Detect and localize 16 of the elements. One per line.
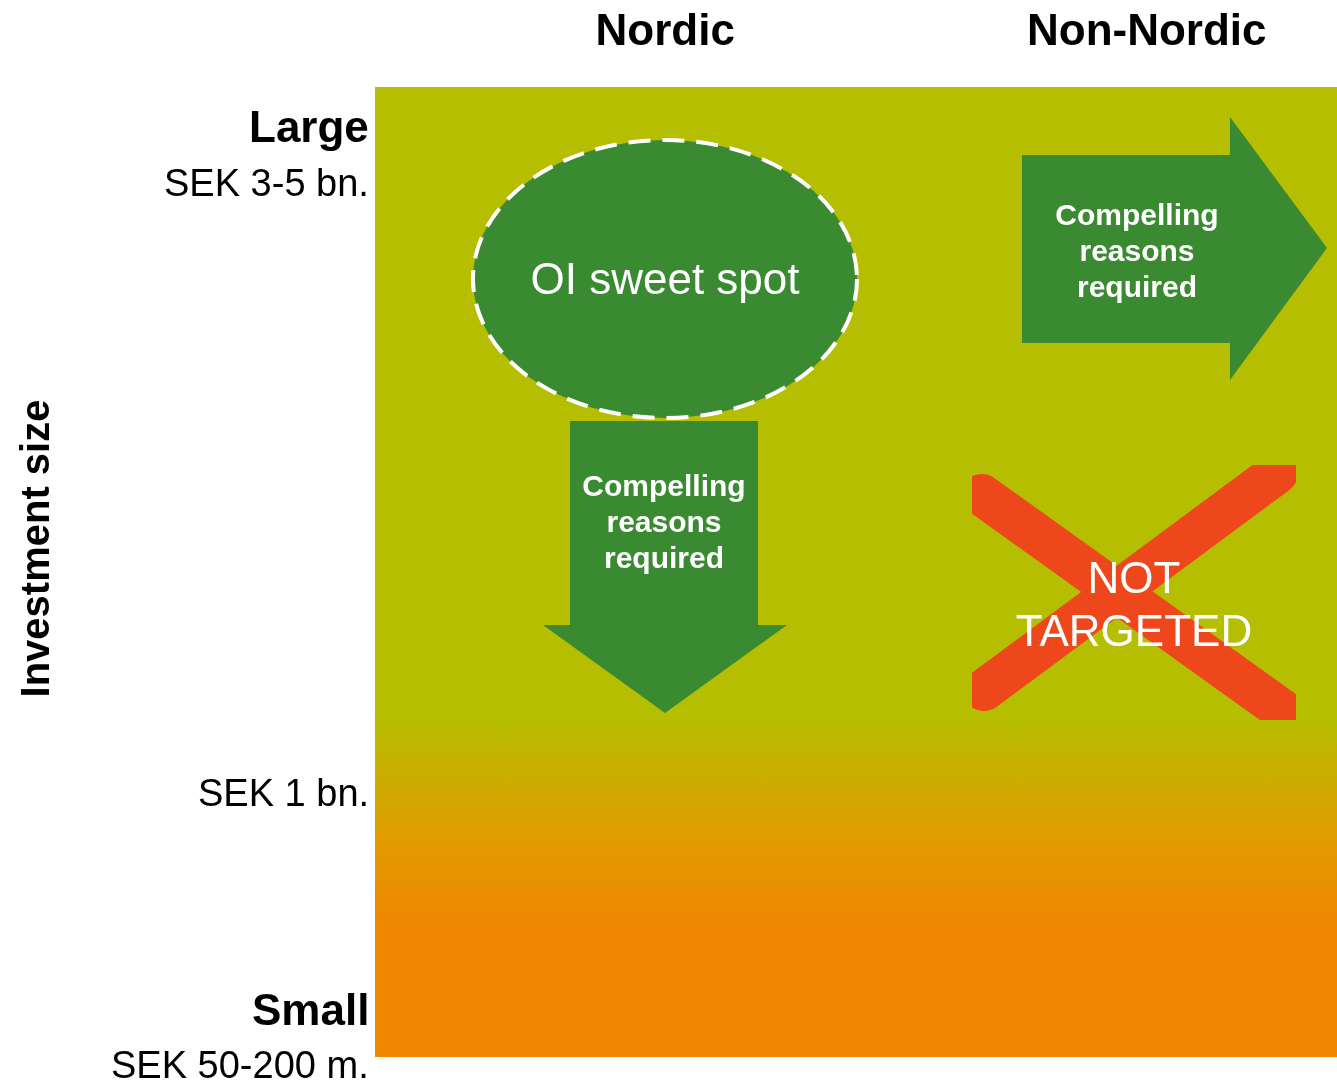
node-text: Compelling reasons required — [1054, 197, 1220, 305]
row-heading: Large — [249, 102, 369, 152]
axis-title: Investment size — [13, 399, 59, 697]
row-heading: Small — [252, 985, 370, 1035]
axis-value: SEK 1 bn. — [198, 771, 370, 815]
axis-value: SEK 50-200 m. — [111, 1043, 369, 1083]
column-heading: Nordic — [595, 5, 735, 55]
axis-value: SEK 3-5 bn. — [164, 161, 369, 205]
node-text: NOT TARGETED — [1014, 552, 1254, 657]
node-text: OI sweet spot — [530, 252, 800, 305]
cross-mark — [972, 465, 1296, 720]
down-arrow — [543, 421, 787, 714]
sweet-spot-ellipse — [470, 137, 860, 421]
right-arrow — [1022, 117, 1328, 381]
node-text: Compelling reasons required — [581, 468, 747, 576]
column-heading: Non-Nordic — [1027, 5, 1267, 55]
